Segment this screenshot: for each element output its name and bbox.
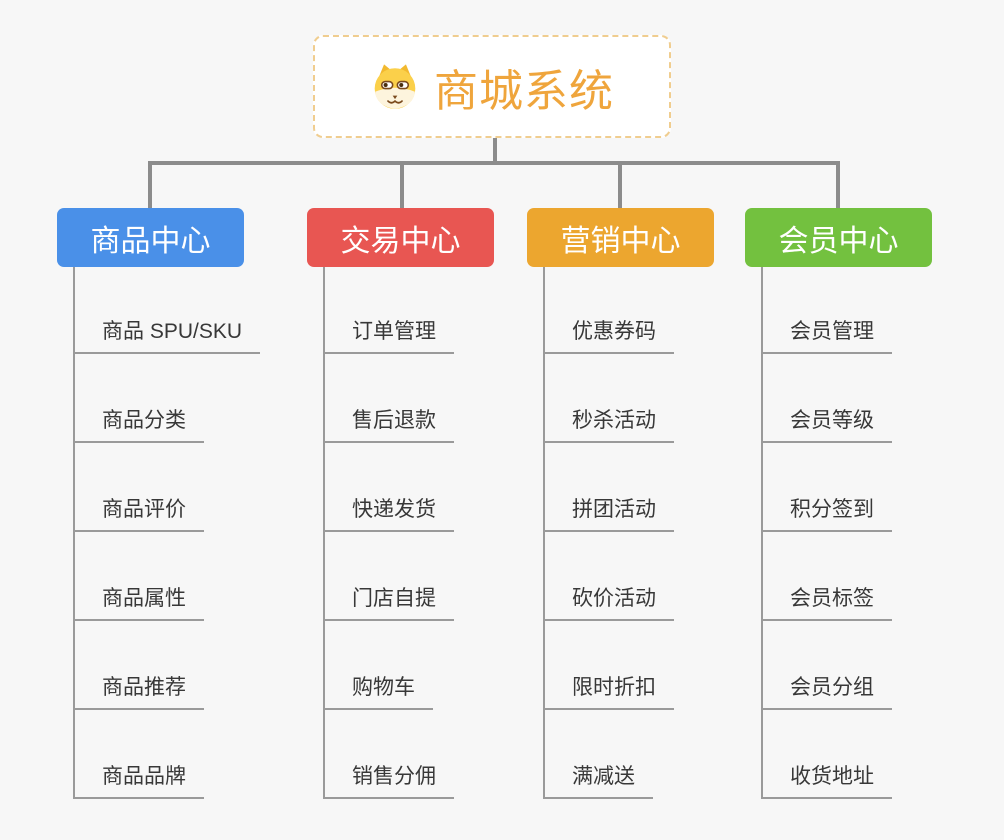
leaf-list-product: 商品 SPU/SKU 商品分类商品评价商品属性商品推荐商品品牌 <box>73 267 261 799</box>
leaf-node-member-3[interactable]: 会员标签 <box>763 586 892 621</box>
leaf-node-member-2[interactable]: 积分签到 <box>763 497 892 532</box>
leaf-node-trade-2[interactable]: 快递发货 <box>325 497 454 532</box>
leaf-node-marketing-5[interactable]: 满减送 <box>545 764 653 799</box>
leaf-row: 商品分类 <box>75 354 260 443</box>
connector-drop-product <box>148 164 152 208</box>
leaf-node-trade-5[interactable]: 销售分佣 <box>325 764 454 799</box>
branch-column-product: 商品中心商品 SPU/SKU 商品分类商品评价商品属性商品推荐商品品牌 <box>57 208 309 799</box>
leaf-node-trade-3[interactable]: 门店自提 <box>325 586 454 621</box>
leaf-row: 优惠券码 <box>545 267 674 354</box>
leaf-row: 满减送 <box>545 710 674 799</box>
leaf-node-product-1[interactable]: 商品分类 <box>75 408 204 443</box>
leaf-row: 订单管理 <box>325 267 454 354</box>
branch-header-member[interactable]: 会员中心 <box>745 208 932 267</box>
leaf-node-marketing-4[interactable]: 限时折扣 <box>545 675 674 710</box>
leaf-node-member-1[interactable]: 会员等级 <box>763 408 892 443</box>
leaf-node-product-2[interactable]: 商品评价 <box>75 497 204 532</box>
connector-drop-marketing <box>618 164 622 208</box>
leaf-row: 秒杀活动 <box>545 354 674 443</box>
leaf-node-trade-0[interactable]: 订单管理 <box>325 319 454 354</box>
leaf-node-product-4[interactable]: 商品推荐 <box>75 675 204 710</box>
leaf-row: 会员分组 <box>763 621 892 710</box>
connector-bus <box>148 161 840 165</box>
leaf-row: 会员标签 <box>763 532 892 621</box>
leaf-row: 销售分佣 <box>325 710 454 799</box>
branch-column-trade: 交易中心订单管理售后退款快递发货门店自提购物车销售分佣 <box>307 208 559 799</box>
leaf-row: 商品品牌 <box>75 710 260 799</box>
leaf-node-marketing-0[interactable]: 优惠券码 <box>545 319 674 354</box>
connector-drop-member <box>836 164 840 208</box>
leaf-node-marketing-3[interactable]: 砍价活动 <box>545 586 674 621</box>
branch-column-marketing: 营销中心优惠券码秒杀活动拼团活动砍价活动限时折扣满减送 <box>527 208 779 799</box>
leaf-list-trade: 订单管理售后退款快递发货门店自提购物车销售分佣 <box>323 267 454 799</box>
leaf-row: 商品评价 <box>75 443 260 532</box>
connector-drop-trade <box>400 164 404 208</box>
connector-root-stem <box>493 138 497 164</box>
leaf-node-member-0[interactable]: 会员管理 <box>763 319 892 354</box>
leaf-row: 商品 SPU/SKU <box>75 267 261 354</box>
leaf-row: 快递发货 <box>325 443 454 532</box>
leaf-node-member-4[interactable]: 会员分组 <box>763 675 892 710</box>
leaf-node-trade-1[interactable]: 售后退款 <box>325 408 454 443</box>
leaf-row: 砍价活动 <box>545 532 674 621</box>
leaf-row: 商品推荐 <box>75 621 260 710</box>
leaf-list-marketing: 优惠券码秒杀活动拼团活动砍价活动限时折扣满减送 <box>543 267 674 799</box>
leaf-row: 积分签到 <box>763 443 892 532</box>
leaf-node-trade-4[interactable]: 购物车 <box>325 675 433 710</box>
leaf-node-product-5[interactable]: 商品品牌 <box>75 764 204 799</box>
leaf-list-member: 会员管理会员等级积分签到会员标签会员分组收货地址 <box>761 267 892 799</box>
root-title: 商城系统 <box>434 66 614 116</box>
leaf-row: 售后退款 <box>325 354 454 443</box>
branch-header-trade[interactable]: 交易中心 <box>307 208 494 267</box>
leaf-row: 商品属性 <box>75 532 260 621</box>
branch-header-product[interactable]: 商品中心 <box>57 208 244 267</box>
leaf-row: 会员等级 <box>763 354 892 443</box>
branch-column-member: 会员中心会员管理会员等级积分签到会员标签会员分组收货地址 <box>745 208 997 799</box>
dog-face-icon <box>370 62 420 112</box>
leaf-row: 门店自提 <box>325 532 454 621</box>
leaf-row: 限时折扣 <box>545 621 674 710</box>
root-node[interactable]: 商城系统 <box>313 35 671 138</box>
leaf-row: 拼团活动 <box>545 443 674 532</box>
leaf-node-marketing-1[interactable]: 秒杀活动 <box>545 408 674 443</box>
leaf-node-member-5[interactable]: 收货地址 <box>763 764 892 799</box>
leaf-node-product-3[interactable]: 商品属性 <box>75 586 204 621</box>
leaf-row: 收货地址 <box>763 710 892 799</box>
leaf-row: 会员管理 <box>763 267 892 354</box>
leaf-node-product-0[interactable]: 商品 SPU/SKU <box>75 319 261 354</box>
leaf-row: 购物车 <box>325 621 454 710</box>
leaf-node-marketing-2[interactable]: 拼团活动 <box>545 497 674 532</box>
branch-header-marketing[interactable]: 营销中心 <box>527 208 714 267</box>
